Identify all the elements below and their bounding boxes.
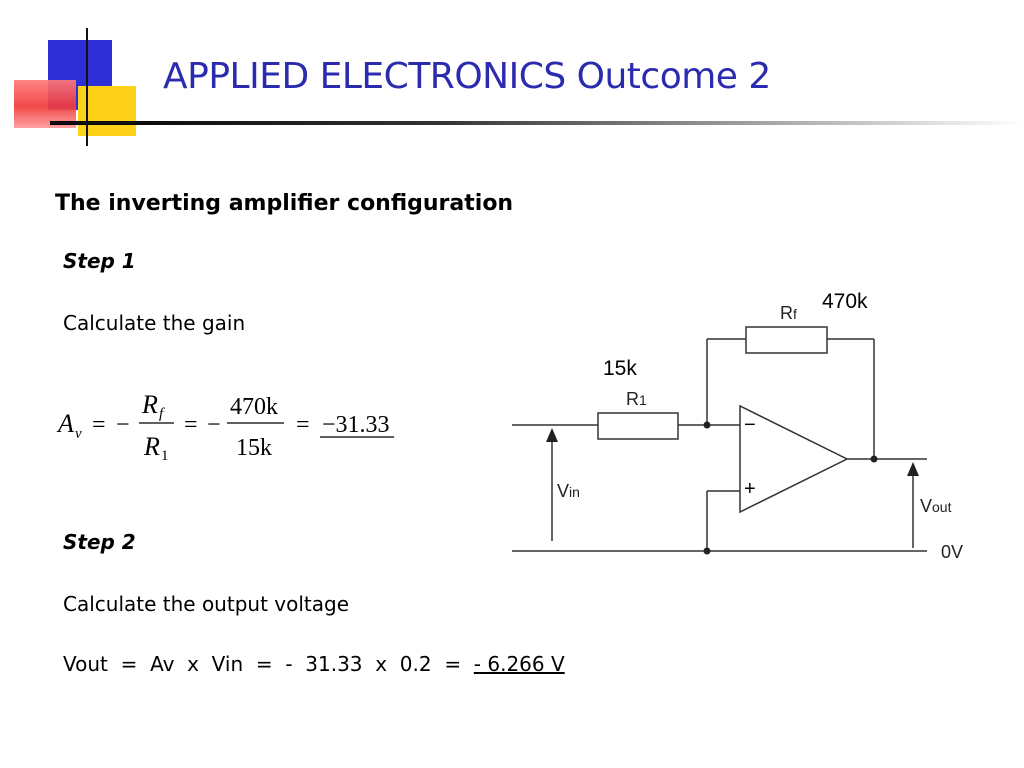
opamp-plus-symbol: + [744, 478, 756, 500]
junction-dot-ground [703, 547, 711, 555]
formula-eq3: = [296, 412, 310, 438]
logo-red-square [14, 80, 76, 128]
rf-value: 470k [822, 290, 868, 313]
opamp-triangle [739, 404, 849, 514]
logo-vertical-line [86, 28, 88, 146]
title-rule [50, 121, 1024, 125]
section-heading: The inverting amplifier configuration [55, 191, 514, 216]
step2-label: Step 2 [63, 530, 136, 554]
formula-minus2: − [207, 412, 221, 438]
formula-av: A [56, 409, 74, 438]
slide-title: APPLIED ELECTRONICS Outcome 2 [163, 56, 771, 97]
formula-rf: R [141, 390, 158, 419]
formula-result: −31.33 [322, 412, 390, 438]
formula-minus1: − [116, 412, 130, 438]
gain-formula: A v = − R f R 1 = − 470k 15k = −31.33 [56, 390, 394, 464]
vout-result: - 6.266 V [473, 652, 565, 676]
vout-calculation: Vout = Av x Vin = - 31.33 x 0.2 = - 6.26… [63, 652, 565, 676]
rf-resistor [745, 326, 828, 354]
vout-arrowhead [907, 462, 919, 476]
formula-av-sub: v [75, 426, 82, 442]
formula-470k: 470k [230, 394, 278, 420]
vout-expression: Vout = Av x Vin = - 31.33 x 0.2 = [63, 652, 474, 676]
junction-dot-inverting [703, 421, 711, 429]
logo-horizontal-line [50, 122, 140, 124]
rf-label: Rf [780, 303, 797, 323]
junction-dot-output [870, 455, 878, 463]
vin-arrowhead [546, 428, 558, 442]
formula-eq2: = [184, 412, 198, 438]
formula-r1: R [143, 432, 160, 461]
formula-rf-sub: f [159, 406, 165, 422]
r1-label: R1 [626, 389, 647, 409]
r1-resistor [597, 412, 679, 440]
formula-r1-sub: 1 [161, 448, 169, 464]
formula-eq1: = [92, 412, 106, 438]
step1-text: Calculate the gain [63, 311, 246, 335]
step1-label: Step 1 [63, 249, 136, 273]
vout-label: Vout [920, 496, 952, 516]
opamp-minus-symbol: − [744, 414, 756, 436]
vin-label: Vin [557, 481, 580, 501]
r1-value: 15k [603, 357, 637, 380]
formula-15k: 15k [236, 435, 272, 461]
step2-text: Calculate the output voltage [63, 592, 349, 616]
ground-label: 0V [941, 542, 963, 562]
